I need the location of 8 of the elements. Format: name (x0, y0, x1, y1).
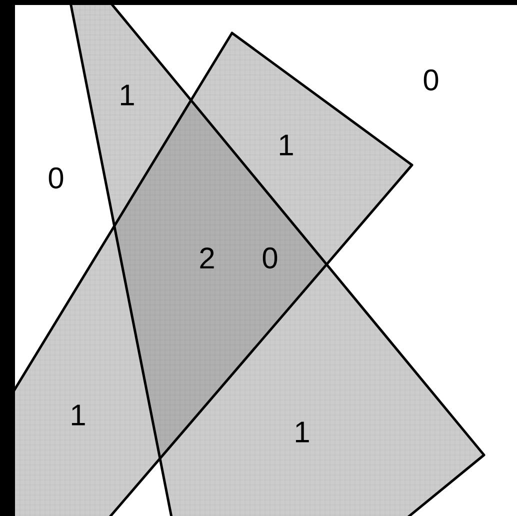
region-number: 0 (424, 69, 438, 91)
region-number: 1 (280, 134, 293, 156)
region-number: 0 (48, 167, 64, 189)
region-number: 1 (72, 404, 85, 426)
region-number: 2 (200, 248, 214, 268)
region-number: 0 (262, 247, 278, 269)
region-number: 1 (296, 422, 309, 442)
region-number: 1 (120, 84, 134, 106)
